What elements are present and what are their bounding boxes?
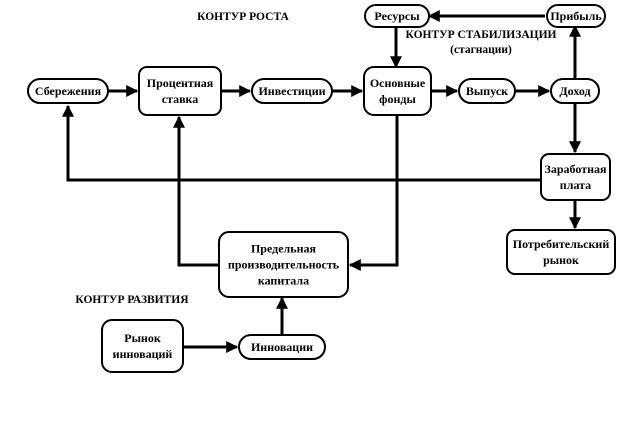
innovations-node-box <box>238 334 326 360</box>
resources-node-box <box>364 4 430 28</box>
output-node-label: Выпуск <box>466 84 508 98</box>
income-node-box <box>550 78 600 104</box>
investments-node-box <box>251 78 333 104</box>
profit-node-label: Прибыль <box>550 9 602 23</box>
profit-node-box <box>546 4 606 28</box>
marginal-productivity-node-label: Предельная <box>251 242 317 256</box>
wages-node-label: Заработная <box>545 162 608 176</box>
wages-node: Заработная плата <box>540 153 611 201</box>
innovation-market-node-label: Рынок <box>124 331 161 345</box>
stagnation-contour-label: (стагнации) <box>450 44 512 56</box>
fixed-assets-node-box <box>363 66 432 116</box>
savings-node-label: Сбережения <box>35 84 102 98</box>
marginal-productivity-node: Предельная производительность капитала <box>218 231 349 298</box>
marginal-productivity-node-label: производительность <box>228 258 340 272</box>
interest-rate-node-box <box>138 66 222 116</box>
innovations-node: Инновации <box>238 334 326 360</box>
marginal-productivity-node-label: капитала <box>258 274 309 288</box>
interest-rate-node-label: ставка <box>162 92 199 106</box>
stabilization-contour-label: КОНТУР СТАБИЛИЗАЦИИ <box>406 29 557 41</box>
consumer-market-node-box <box>506 229 616 275</box>
development-contour-label: КОНТУР РАЗВИТИЯ <box>75 294 189 306</box>
innovation-market-node-box <box>101 319 184 373</box>
savings-node-box <box>27 78 109 104</box>
edge-marginal-productivity-to-interest-rate <box>173 115 219 267</box>
consumer-market-node: Потребительский рынок <box>506 229 616 275</box>
profit-node: Прибыль <box>546 4 606 28</box>
interest-rate-node: Процентная ставка <box>138 66 222 116</box>
interest-rate-node-label: Процентная <box>147 76 214 90</box>
innovations-node-label: Инновации <box>251 340 313 354</box>
savings-node: Сбережения <box>27 78 109 104</box>
output-node-box <box>458 78 516 104</box>
edges <box>62 9 581 353</box>
marginal-productivity-node-box <box>218 231 349 298</box>
fixed-assets-node-label: Основные <box>370 76 426 90</box>
consumer-market-node-label: Потребительский <box>513 237 610 251</box>
investments-node: Инвестиции <box>251 78 333 104</box>
innovation-market-node: Рынок инноваций <box>101 319 184 373</box>
resources-node-label: Ресурсы <box>374 9 420 23</box>
nodes: Сбережения Процентная ставка Инвестиции Осно… <box>27 4 616 373</box>
output-node: Выпуск <box>458 78 516 104</box>
fixed-assets-node-label: фонды <box>379 92 416 106</box>
wages-node-label: плата <box>560 178 591 192</box>
edge-fixed-assets-to-marginal-productivity <box>348 116 399 271</box>
edge-wages-to-savings <box>62 104 541 182</box>
wages-node-box <box>540 153 611 201</box>
consumer-market-node-label: рынок <box>543 253 579 267</box>
resources-node: Ресурсы <box>364 4 430 28</box>
growth-contour-label: КОНТУР РОСТА <box>197 11 289 23</box>
income-node-label: Доход <box>559 84 590 98</box>
innovation-market-node-label: инноваций <box>113 347 173 361</box>
investments-node-label: Инвестиции <box>258 84 325 98</box>
fixed-assets-node: Основные фонды <box>363 66 432 116</box>
income-node: Доход <box>550 78 600 104</box>
